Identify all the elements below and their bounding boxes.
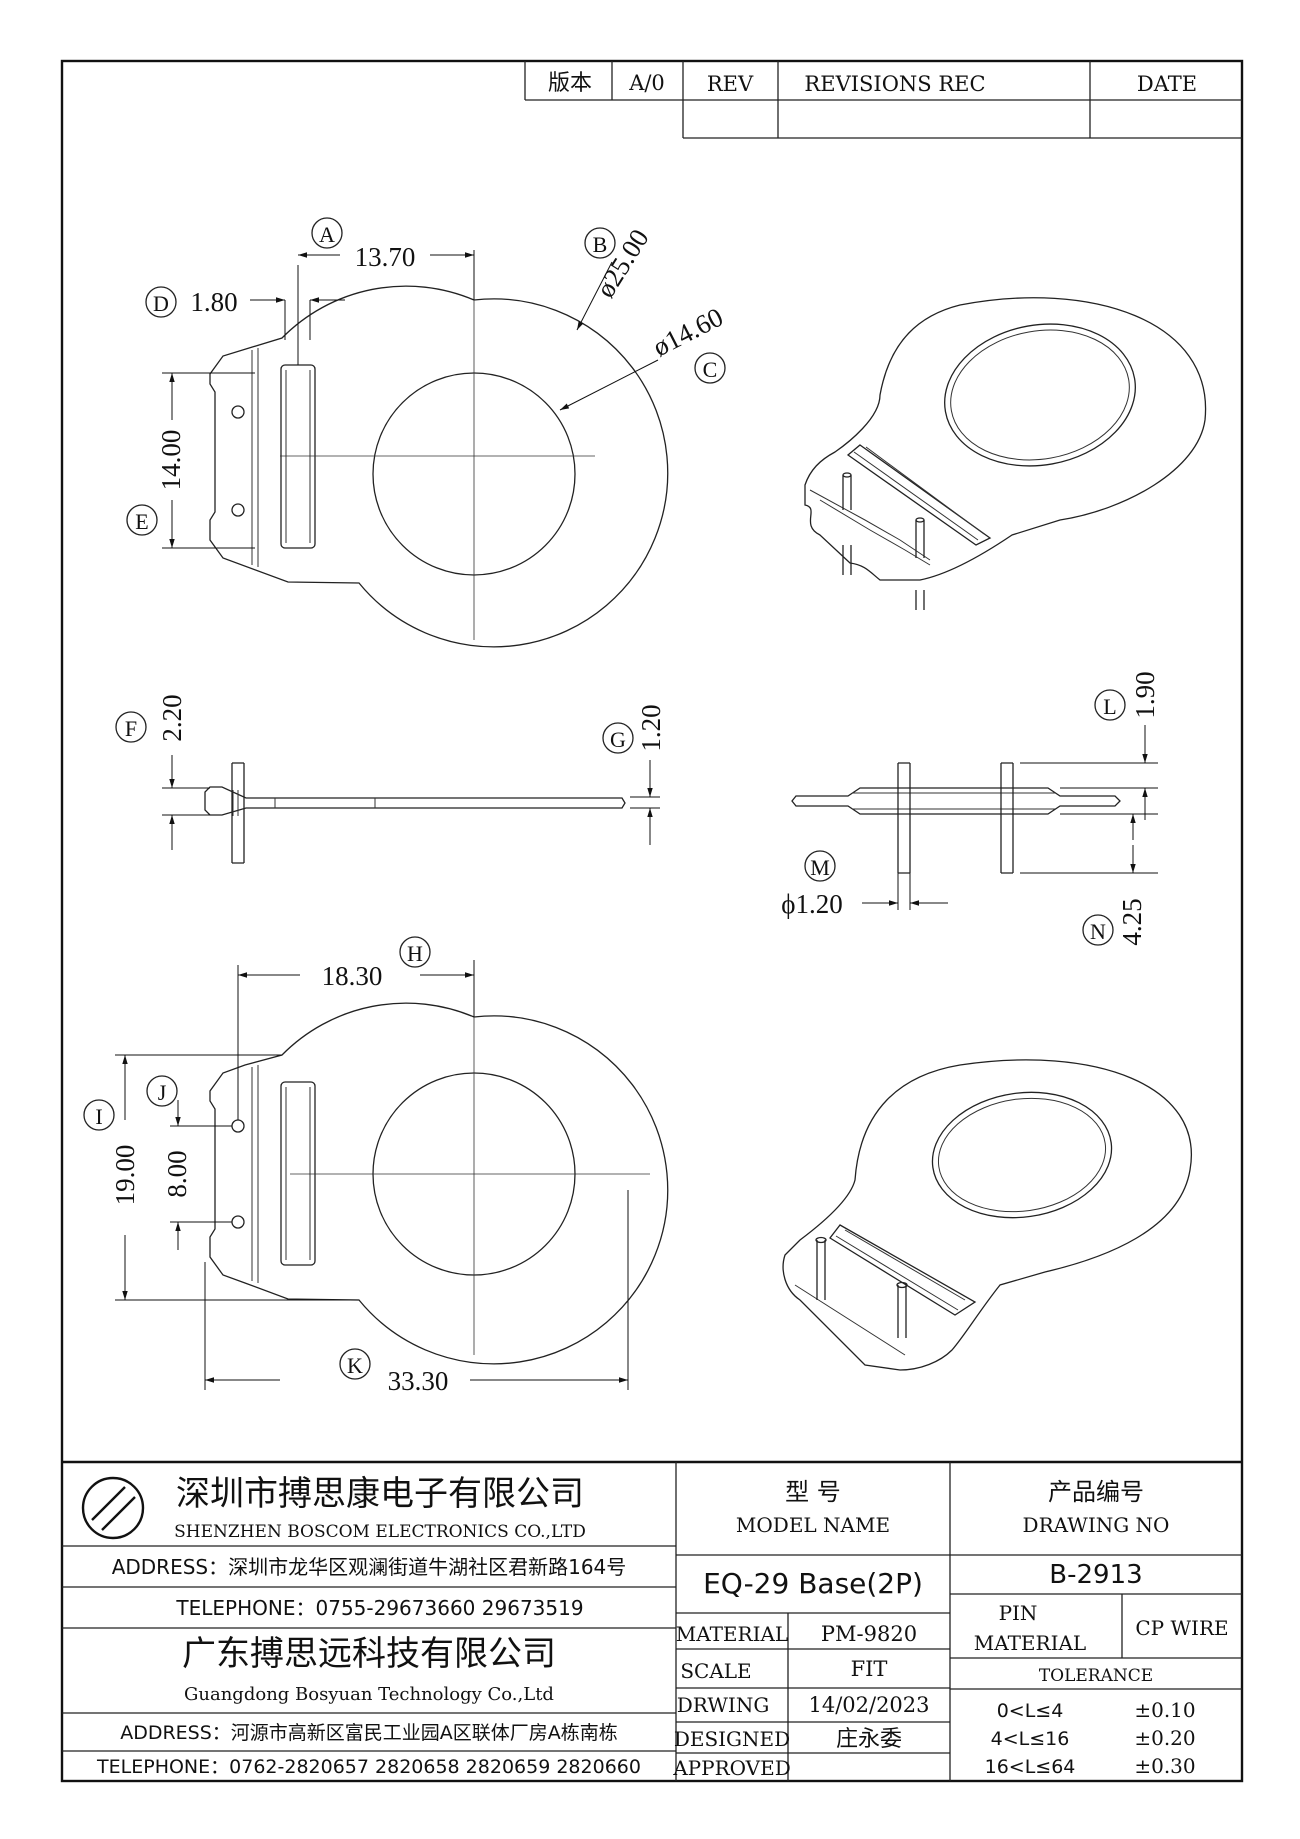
company1-name-cn: 深圳市搏思康电子有限公司 <box>176 1474 584 1514</box>
company2-name-en: Guangdong Bosyuan Technology Co.,Ltd <box>184 1684 554 1705</box>
model-label-en: MODEL NAME <box>736 1513 890 1537</box>
dim-marker-k: K <box>347 1353 363 1378</box>
model-label-cn: 型 号 <box>785 1478 841 1506</box>
tolerance-value-3: ±0.30 <box>1134 1754 1195 1778</box>
model-name: EQ-29 Base(2P) <box>703 1567 923 1600</box>
designed-label: DESIGNED <box>674 1727 790 1751</box>
dim-value-e: 14.00 <box>156 430 186 491</box>
dim-marker-i: I <box>95 1104 102 1129</box>
sheet-border <box>60 59 1244 1783</box>
company2-name-cn: 广东搏思远科技有限公司 <box>182 1634 556 1674</box>
dim-value-d: 1.80 <box>190 287 237 317</box>
title-block: 深圳市搏思康电子有限公司 SHENZHEN BOSCOM ELECTRONICS… <box>62 1460 1242 1781</box>
dim-value-m: ϕ1.20 <box>781 889 842 919</box>
revision-table: 版本 A/0 REV REVISIONS REC DATE <box>524 61 1242 139</box>
dim-value-l: 1.90 <box>1130 671 1160 718</box>
side-view: F 2.20 G 1.20 <box>115 694 666 864</box>
telephone1: TELEPHONE：0755-29673660 29673519 <box>175 1596 583 1620</box>
material-value: PM-9820 <box>821 1622 917 1646</box>
drawing-number: B-2913 <box>1049 1560 1142 1590</box>
address1: ADDRESS：深圳市龙华区观澜街道牛湖社区君新路164号 <box>112 1555 627 1579</box>
telephone2: TELEPHONE：0762-2820657 2820658 2820659 2… <box>96 1756 641 1778</box>
dim-marker-h: H <box>407 941 423 966</box>
pin-label: PIN <box>999 1601 1038 1625</box>
bottom-view: H 18.30 I 19.00 J 8.00 K 33.30 <box>83 936 669 1396</box>
dim-marker-m: M <box>810 855 830 880</box>
approved-label: APPROVED <box>672 1756 791 1780</box>
dim-marker-e: E <box>135 509 148 534</box>
revisions-label: REVISIONS REC <box>804 72 985 96</box>
dim-marker-n: N <box>1090 919 1106 944</box>
drawing-label-en: DRAWING NO <box>1023 1513 1170 1537</box>
dim-marker-c: C <box>703 357 718 382</box>
address2: ADDRESS：河源市高新区富民工业园A区联体厂房A栋南栋 <box>120 1722 618 1744</box>
drwing-label: DRWING <box>677 1693 770 1717</box>
dim-marker-f: F <box>125 716 137 741</box>
tolerance-range-2: 4<L≤16 <box>991 1728 1070 1750</box>
scale-label: SCALE <box>680 1659 751 1683</box>
designed-value: 庄永委 <box>836 1727 902 1752</box>
dim-value-a: 13.70 <box>355 242 416 272</box>
version-label: 版本 <box>548 71 592 96</box>
drawing-label-cn: 产品编号 <box>1048 1478 1144 1506</box>
dim-value-g: 1.20 <box>636 704 666 751</box>
isometric-view-top <box>804 297 1207 610</box>
dim-marker-l: L <box>1103 694 1116 719</box>
tolerance-value-1: ±0.10 <box>1134 1698 1195 1722</box>
dim-marker-b: B <box>593 232 608 257</box>
dim-marker-j: J <box>158 1080 167 1105</box>
tolerance-label: TOLERANCE <box>1039 1666 1153 1686</box>
tolerance-range-1: 0<L≤4 <box>997 1700 1064 1722</box>
dim-value-k: 33.30 <box>388 1366 449 1396</box>
pin-material-value: CP WIRE <box>1135 1616 1228 1640</box>
material-label: MATERIAL <box>676 1622 788 1646</box>
version-value: A/0 <box>628 71 665 95</box>
dim-value-j: 8.00 <box>162 1150 192 1197</box>
company1-name-en: SHENZHEN BOSCOM ELECTRONICS CO.,LTD <box>174 1522 586 1542</box>
tolerance-value-2: ±0.20 <box>1134 1726 1195 1750</box>
rev-label: REV <box>707 72 754 96</box>
dim-value-i: 19.00 <box>110 1145 140 1206</box>
dim-value-f: 2.20 <box>157 694 187 741</box>
dim-value-n: 4.25 <box>1117 898 1147 945</box>
top-view: A 13.70 D 1.80 B ø25.00 C ø14.60 E 14.00 <box>126 217 728 648</box>
date-label: DATE <box>1137 72 1197 96</box>
dim-value-c: ø14.60 <box>648 302 728 362</box>
dim-marker-a: A <box>319 222 335 247</box>
front-view: L 1.90 N 4.25 M ϕ1.20 <box>781 671 1160 946</box>
drwing-value: 14/02/2023 <box>808 1693 929 1717</box>
pin-material-label: MATERIAL <box>974 1631 1086 1655</box>
dim-value-h: 18.30 <box>322 961 383 991</box>
isometric-view-bottom <box>782 1059 1192 1371</box>
tolerance-range-3: 16<L≤64 <box>985 1756 1076 1778</box>
dim-marker-g: G <box>610 727 626 752</box>
dim-marker-d: D <box>153 291 169 316</box>
scale-value: FIT <box>851 1657 888 1681</box>
company-logo-icon <box>81 1476 145 1540</box>
